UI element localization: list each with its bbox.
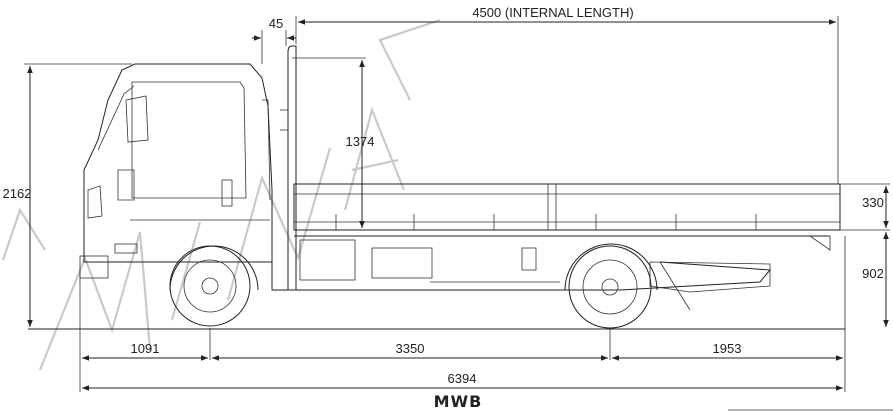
wheelbase-label: 3350 bbox=[396, 341, 425, 356]
tray-height-label: 902 bbox=[862, 266, 884, 281]
rear-overhang-label: 1953 bbox=[713, 341, 742, 356]
headboard bbox=[280, 45, 297, 290]
tray-body bbox=[293, 183, 841, 251]
truck-cab bbox=[79, 63, 273, 279]
cab-gap-label: 45 bbox=[269, 16, 283, 31]
extension-lines bbox=[24, 16, 890, 392]
internal-length-label: 4500 (INTERNAL LENGTH) bbox=[472, 5, 633, 20]
rear-wheel bbox=[564, 243, 658, 329]
chassis bbox=[271, 239, 772, 311]
headboard-height-label: 1374 bbox=[346, 134, 375, 149]
overall-length-label: 6394 bbox=[448, 371, 477, 386]
overall-height-label: 2162 bbox=[3, 186, 32, 201]
model-caption: MWB bbox=[434, 392, 483, 411]
front-overhang-label: 1091 bbox=[131, 341, 160, 356]
watermark bbox=[1, 18, 441, 371]
dimension-lines bbox=[27, 19, 889, 391]
front-wheel bbox=[169, 245, 259, 327]
side-height-label: 330 bbox=[862, 195, 884, 210]
